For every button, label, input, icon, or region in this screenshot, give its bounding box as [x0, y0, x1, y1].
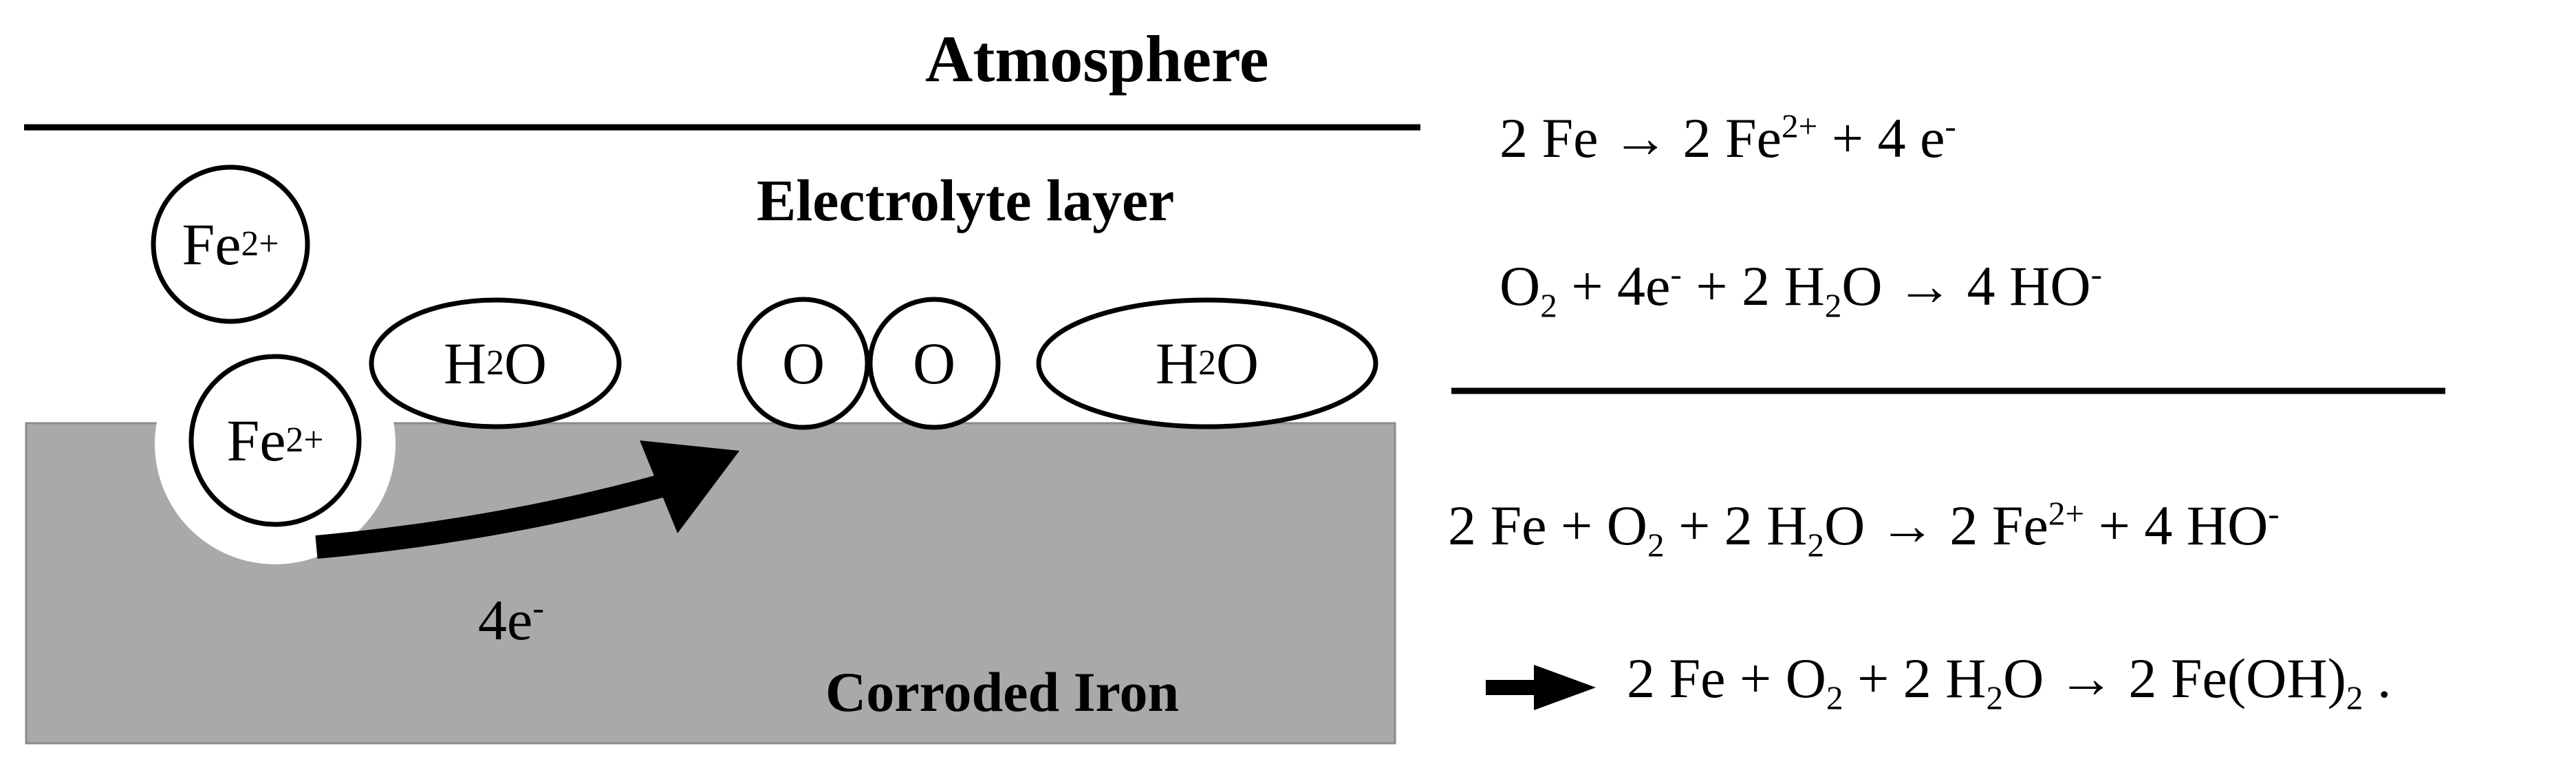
- oxygen-right-label: O: [912, 330, 956, 396]
- arrowhead-icon: [640, 440, 739, 533]
- fe-ion-pit-circle: [188, 354, 362, 527]
- anodic-equation: 2 Fe → 2 Fe2+ + 4 e-: [1500, 107, 1956, 169]
- product-equation: 2 Fe + O2 + 2 H2O → 2 Fe(OH)2 .: [1627, 647, 2392, 717]
- oxygen-right-circle: [867, 297, 1001, 430]
- right-arrow-icon: [1534, 665, 1596, 710]
- fe-ion-top-circle: [151, 164, 310, 324]
- oxygen-left-circle: [737, 297, 870, 430]
- right-arrow-shaft: [1486, 680, 1537, 695]
- atmosphere-label: Atmosphere: [925, 22, 1269, 96]
- electrons-label: 4e-: [478, 588, 545, 652]
- curved-arrow-icon: [315, 473, 667, 559]
- cathodic-equation: O2 + 4e- + 2 H2O → 4 HO-: [1500, 255, 2102, 325]
- oxygen-left-label: O: [781, 330, 825, 396]
- corroded-iron-label: Corroded Iron: [825, 661, 1180, 723]
- water-left-ellipse: [369, 297, 622, 429]
- water-right-ellipse: [1036, 297, 1378, 429]
- overall-equation: 2 Fe + O2 + 2 H2O → 2 Fe2+ + 4 HO-: [1448, 494, 2280, 564]
- electrolyte-layer-label: Electrolyte layer: [757, 167, 1175, 233]
